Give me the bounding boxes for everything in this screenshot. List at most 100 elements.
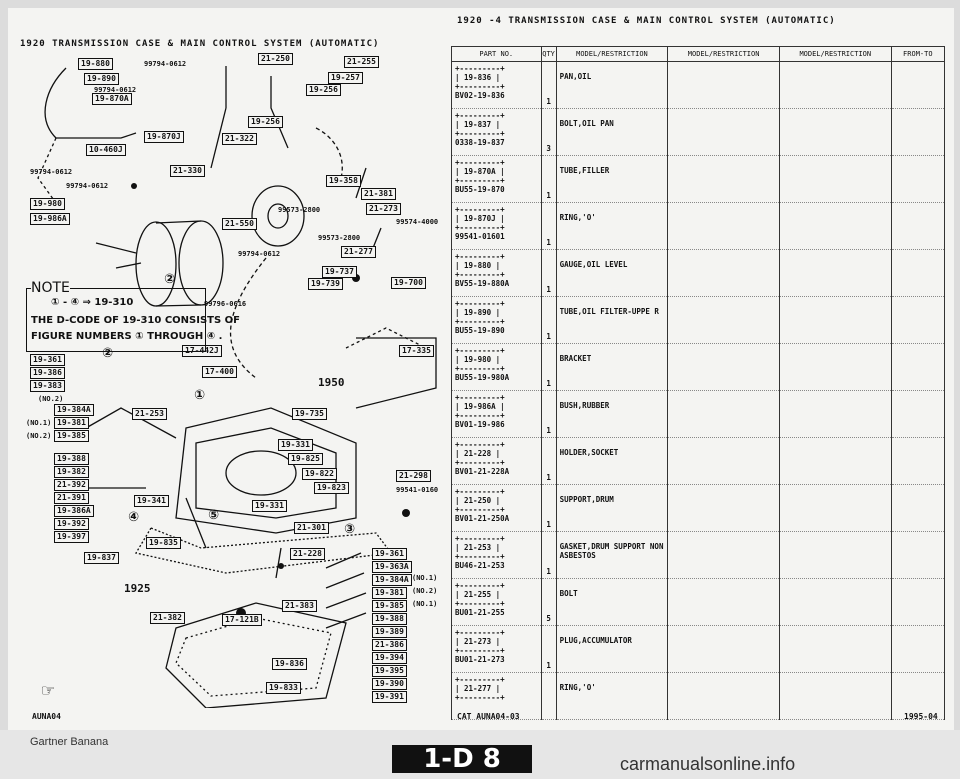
part-callout: 19-382 xyxy=(54,466,89,478)
description-cell: BOLT xyxy=(555,578,669,626)
table-row: +---------+ | 21-277 | +---------+ RING,… xyxy=(451,672,946,720)
table-row: +---------+ | 19-890 | +---------+ BU55-… xyxy=(451,296,946,344)
description-cell: PAN,OIL xyxy=(555,61,669,109)
part-callout: 21-298 xyxy=(396,470,431,482)
part-callout: 19-386A xyxy=(54,505,94,517)
assembly-code: 1950 xyxy=(318,376,345,389)
from-to-cell xyxy=(890,155,946,203)
table-row: +---------+ | 19-870A | +---------+ BU55… xyxy=(451,155,946,203)
part-callout: 19-980 xyxy=(30,198,65,210)
part-callout: 19-381 xyxy=(372,587,407,599)
parts-table: PART NO. QTY MODEL/RESTRICTION MODEL/RES… xyxy=(451,46,946,720)
part-callout: 19-256 xyxy=(248,116,283,128)
part-callout: 21-330 xyxy=(170,165,205,177)
part-callout: 19-836 xyxy=(272,658,307,670)
pointer-hand-icon: ☞ xyxy=(42,678,55,702)
part-callout: 10-460J xyxy=(86,144,126,156)
from-to-cell xyxy=(890,437,946,485)
restriction-cell xyxy=(667,390,780,438)
part-callout: 19-388 xyxy=(54,453,89,465)
description-cell: GAUGE,OIL LEVEL xyxy=(555,249,669,297)
part-callout: 19-389 xyxy=(372,626,407,638)
description-cell: BRACKET xyxy=(555,343,669,391)
part-callout: 19-361 xyxy=(372,548,407,560)
part-callout: 19-391 xyxy=(372,691,407,703)
control-mark: ① xyxy=(194,388,206,403)
description-cell: TUBE,OIL FILTER-UPPE R xyxy=(555,296,669,344)
left-page-header: 1920 TRANSMISSION CASE & MAIN CONTROL SY… xyxy=(20,39,380,49)
part-callout: 19-384A xyxy=(54,404,94,416)
restriction-cell xyxy=(778,484,892,532)
restriction-cell xyxy=(778,249,892,297)
part-number-label: 99541-0160 xyxy=(396,486,439,494)
table-row: +---------+ | 19-986A | +---------+ BV01… xyxy=(451,390,946,438)
qty-cell: 5 xyxy=(540,578,557,626)
qty-cell: 1 xyxy=(540,390,557,438)
part-callout: 19-257 xyxy=(328,72,363,84)
restriction-cell xyxy=(667,296,780,344)
part-callout: 19-397 xyxy=(54,531,89,543)
restriction-cell xyxy=(778,61,892,109)
part-callout: 19-986A xyxy=(30,213,70,225)
table-header-row: PART NO. QTY MODEL/RESTRICTION MODEL/RES… xyxy=(451,46,946,62)
restriction-cell xyxy=(667,202,780,250)
part-callout: 19-835 xyxy=(146,537,181,549)
part-callout: 19-837 xyxy=(84,552,119,564)
from-to-cell xyxy=(890,484,946,532)
part-callout: 19-833 xyxy=(266,682,301,694)
diagram-linework xyxy=(37,66,437,708)
part-callout: 17-335 xyxy=(399,345,434,357)
part-no-cell: +---------+ | 19-837 | +---------+ 0338-… xyxy=(451,108,542,156)
from-to-cell xyxy=(890,531,946,579)
part-callout: 19-381 xyxy=(54,417,89,429)
part-callout: 17-400 xyxy=(202,366,237,378)
part-callout: 19-390 xyxy=(372,678,407,690)
part-callout: 19-358 xyxy=(326,175,361,187)
part-no-cell: +---------+ | 19-836 | +---------+ BV02-… xyxy=(451,61,542,109)
part-no-cell: +---------+ | 21-273 | +---------+ BU01-… xyxy=(451,625,542,673)
from-to-cell xyxy=(890,108,946,156)
part-callout: 21-273 xyxy=(366,203,401,215)
restriction-cell xyxy=(778,390,892,438)
part-callout: 21-381 xyxy=(361,188,396,200)
control-mark: ③ xyxy=(344,522,356,537)
part-callout: 19-700 xyxy=(391,277,426,289)
qty-cell: 1 xyxy=(540,484,557,532)
part-callout: 21-250 xyxy=(258,53,293,65)
restriction-cell xyxy=(778,578,892,626)
description-cell: BUSH,RUBBER xyxy=(555,390,669,438)
description-cell: BOLT,OIL PAN xyxy=(555,108,669,156)
part-callout: 19-737 xyxy=(322,266,357,278)
no-label: (NO.1) xyxy=(412,600,438,608)
table-row: +---------+ | 21-253 | +---------+ BU46-… xyxy=(451,531,946,579)
col-header: MODEL/RESTRICTION xyxy=(667,46,780,62)
note-title: NOTE xyxy=(31,280,70,296)
part-callout: 19-870A xyxy=(92,93,132,105)
part-no-cell: +---------+ | 19-890 | +---------+ BU55-… xyxy=(451,296,542,344)
col-header: QTY xyxy=(540,46,557,62)
part-callout: 19-363A xyxy=(372,561,412,573)
restriction-cell xyxy=(667,578,780,626)
part-no-cell: +---------+ | 19-980 | +---------+ BU55-… xyxy=(451,343,542,391)
restriction-cell xyxy=(778,202,892,250)
part-callout: 21-301 xyxy=(294,522,329,534)
restriction-cell xyxy=(667,61,780,109)
part-no-cell: +---------+ | 19-880 | +---------+ BV55-… xyxy=(451,249,542,297)
table-row: +---------+ | 19-836 | +---------+ BV02-… xyxy=(451,61,946,109)
description-cell: GASKET,DRUM SUPPORT NON ASBESTOS xyxy=(555,531,669,579)
part-callout: 19-880 xyxy=(78,58,113,70)
part-callout: 19-890 xyxy=(84,73,119,85)
from-to-cell xyxy=(890,578,946,626)
part-callout: 19-388 xyxy=(372,613,407,625)
from-to-cell xyxy=(890,202,946,250)
no-label: (NO.2) xyxy=(38,395,64,403)
part-callout: 21-382 xyxy=(150,612,185,624)
col-header: MODEL/RESTRICTION xyxy=(778,46,892,62)
part-callout: 21-383 xyxy=(282,600,317,612)
footer-code-left: AUNA04 xyxy=(32,712,61,721)
qty-cell: 1 xyxy=(540,249,557,297)
part-callout: 19-825 xyxy=(288,453,323,465)
no-label: (NO.2) xyxy=(412,587,438,595)
table-row: +---------+ | 19-837 | +---------+ 0338-… xyxy=(451,108,946,156)
part-callout: 19-384A xyxy=(372,574,412,586)
